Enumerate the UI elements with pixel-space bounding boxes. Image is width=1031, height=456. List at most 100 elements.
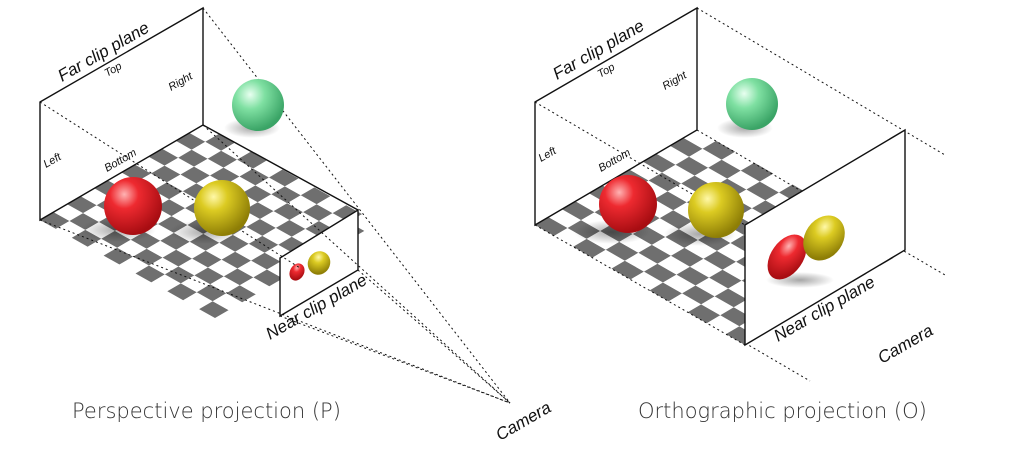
- ortho-red-sphere: [599, 175, 657, 233]
- checker-tile: [656, 145, 690, 165]
- orthographic-camera-label: Camera: [875, 321, 937, 368]
- checker-tile: [592, 249, 625, 269]
- near-plane-yellow-ellipse: [803, 215, 845, 261]
- checker-tile: [746, 181, 779, 201]
- checker-tile: [695, 277, 729, 297]
- checker-tile: [562, 201, 595, 221]
- near-plane-red-ellipse: [767, 234, 807, 280]
- checker-tile: [164, 157, 195, 175]
- checker-tile: [671, 247, 704, 267]
- checker-tile: [687, 304, 721, 324]
- checker-tile: [694, 167, 728, 187]
- checker-tile: [225, 176, 256, 194]
- checker-tile: [237, 260, 267, 278]
- checker-tile: [194, 158, 224, 176]
- checker-tile: [205, 133, 235, 151]
- perspective-camera-label: Camera: [493, 398, 555, 445]
- checker-tile: [166, 174, 197, 192]
- checker-tile: [275, 220, 306, 237]
- checker-tile: [176, 241, 206, 259]
- checker-tile: [241, 185, 272, 203]
- perspective-ray: [202, 7, 511, 404]
- checker-tile: [300, 187, 331, 205]
- checker-tile: [210, 167, 240, 185]
- checker-tile: [643, 153, 676, 173]
- checker-tile: [137, 173, 167, 191]
- checker-tile: [251, 252, 281, 270]
- checker-tile: [714, 288, 748, 308]
- checker-tile: [654, 191, 687, 211]
- perspective-ray: [279, 315, 511, 404]
- checker-tile: [239, 168, 269, 186]
- red-sphere: [104, 177, 162, 235]
- orthographic-panel: Far clip plane Top Right Left Bottom Nea…: [534, 6, 946, 423]
- checker-tile: [690, 258, 723, 278]
- checker-tile: [316, 196, 347, 214]
- checker-tile: [180, 166, 210, 184]
- checker-tile: [164, 266, 195, 284]
- ortho-green-sphere: [726, 78, 778, 130]
- checker-tile: [611, 260, 644, 280]
- perspective-panel: Far clip plane Top Right Left Bottom Nea…: [39, 6, 555, 445]
- checker-tile: [668, 293, 702, 313]
- checker-tile: [83, 205, 113, 222]
- checker-tile: [208, 259, 238, 277]
- checker-tile: [638, 244, 671, 264]
- green-sphere: [232, 79, 284, 131]
- orthographic-ray: [534, 224, 746, 346]
- checker-tile: [155, 199, 186, 217]
- checker-tile: [235, 243, 265, 261]
- checker-tile: [651, 237, 685, 256]
- checker-tile: [180, 275, 211, 293]
- checker-tile: [151, 274, 181, 292]
- checker-tile: [548, 209, 582, 228]
- checker-tile: [702, 140, 736, 160]
- checker-tile: [706, 315, 740, 335]
- checker-tile: [253, 160, 283, 178]
- checker-tile: [199, 301, 229, 318]
- checker-tile: [153, 182, 183, 200]
- checker-tile: [284, 178, 315, 196]
- checker-tile: [675, 156, 709, 176]
- checker-tile: [759, 173, 793, 193]
- perspective-ray: [202, 124, 511, 404]
- checker-tile: [676, 266, 710, 286]
- checker-tile: [119, 256, 149, 274]
- checker-tile: [727, 170, 760, 190]
- perspective-left-label: Left: [42, 151, 65, 171]
- orthographic-left-label: Left: [537, 145, 560, 165]
- checker-tile: [135, 265, 165, 283]
- orthographic-top-label: Top: [596, 61, 618, 80]
- checker-tile: [223, 159, 254, 177]
- checker-tile: [183, 292, 213, 310]
- checker-tile: [708, 159, 741, 179]
- checker-tile: [149, 257, 179, 275]
- checker-tile: [257, 194, 288, 212]
- checker-tile: [207, 150, 238, 168]
- orthographic-right-label: Right: [661, 69, 690, 93]
- orthographic-caption: Orthographic projection (O): [638, 399, 927, 423]
- near-plane-yellow-sphere: [307, 251, 331, 275]
- checker-tile: [253, 269, 283, 287]
- checker-tile: [178, 149, 208, 167]
- checker-tile: [289, 212, 319, 229]
- checker-tile: [303, 204, 333, 221]
- checker-tile: [670, 137, 703, 157]
- checker-tile: [630, 271, 663, 291]
- checker-tile: [226, 285, 256, 303]
- perspective-caption: Perspective projection (P): [72, 399, 341, 423]
- checker-tile: [167, 283, 197, 301]
- checker-tile: [244, 202, 274, 219]
- checker-tile: [605, 241, 639, 261]
- checker-tile: [703, 250, 737, 270]
- checker-tile: [629, 161, 663, 181]
- ortho-yellow-sphere: [688, 182, 744, 238]
- checker-tile: [657, 255, 690, 275]
- checker-tile: [196, 284, 227, 302]
- perspective-ray: [39, 101, 301, 269]
- checker-tile: [260, 211, 290, 228]
- checker-tile: [701, 296, 734, 316]
- checker-tile: [210, 276, 240, 294]
- checker-tile: [269, 169, 299, 187]
- checker-tile: [87, 238, 118, 256]
